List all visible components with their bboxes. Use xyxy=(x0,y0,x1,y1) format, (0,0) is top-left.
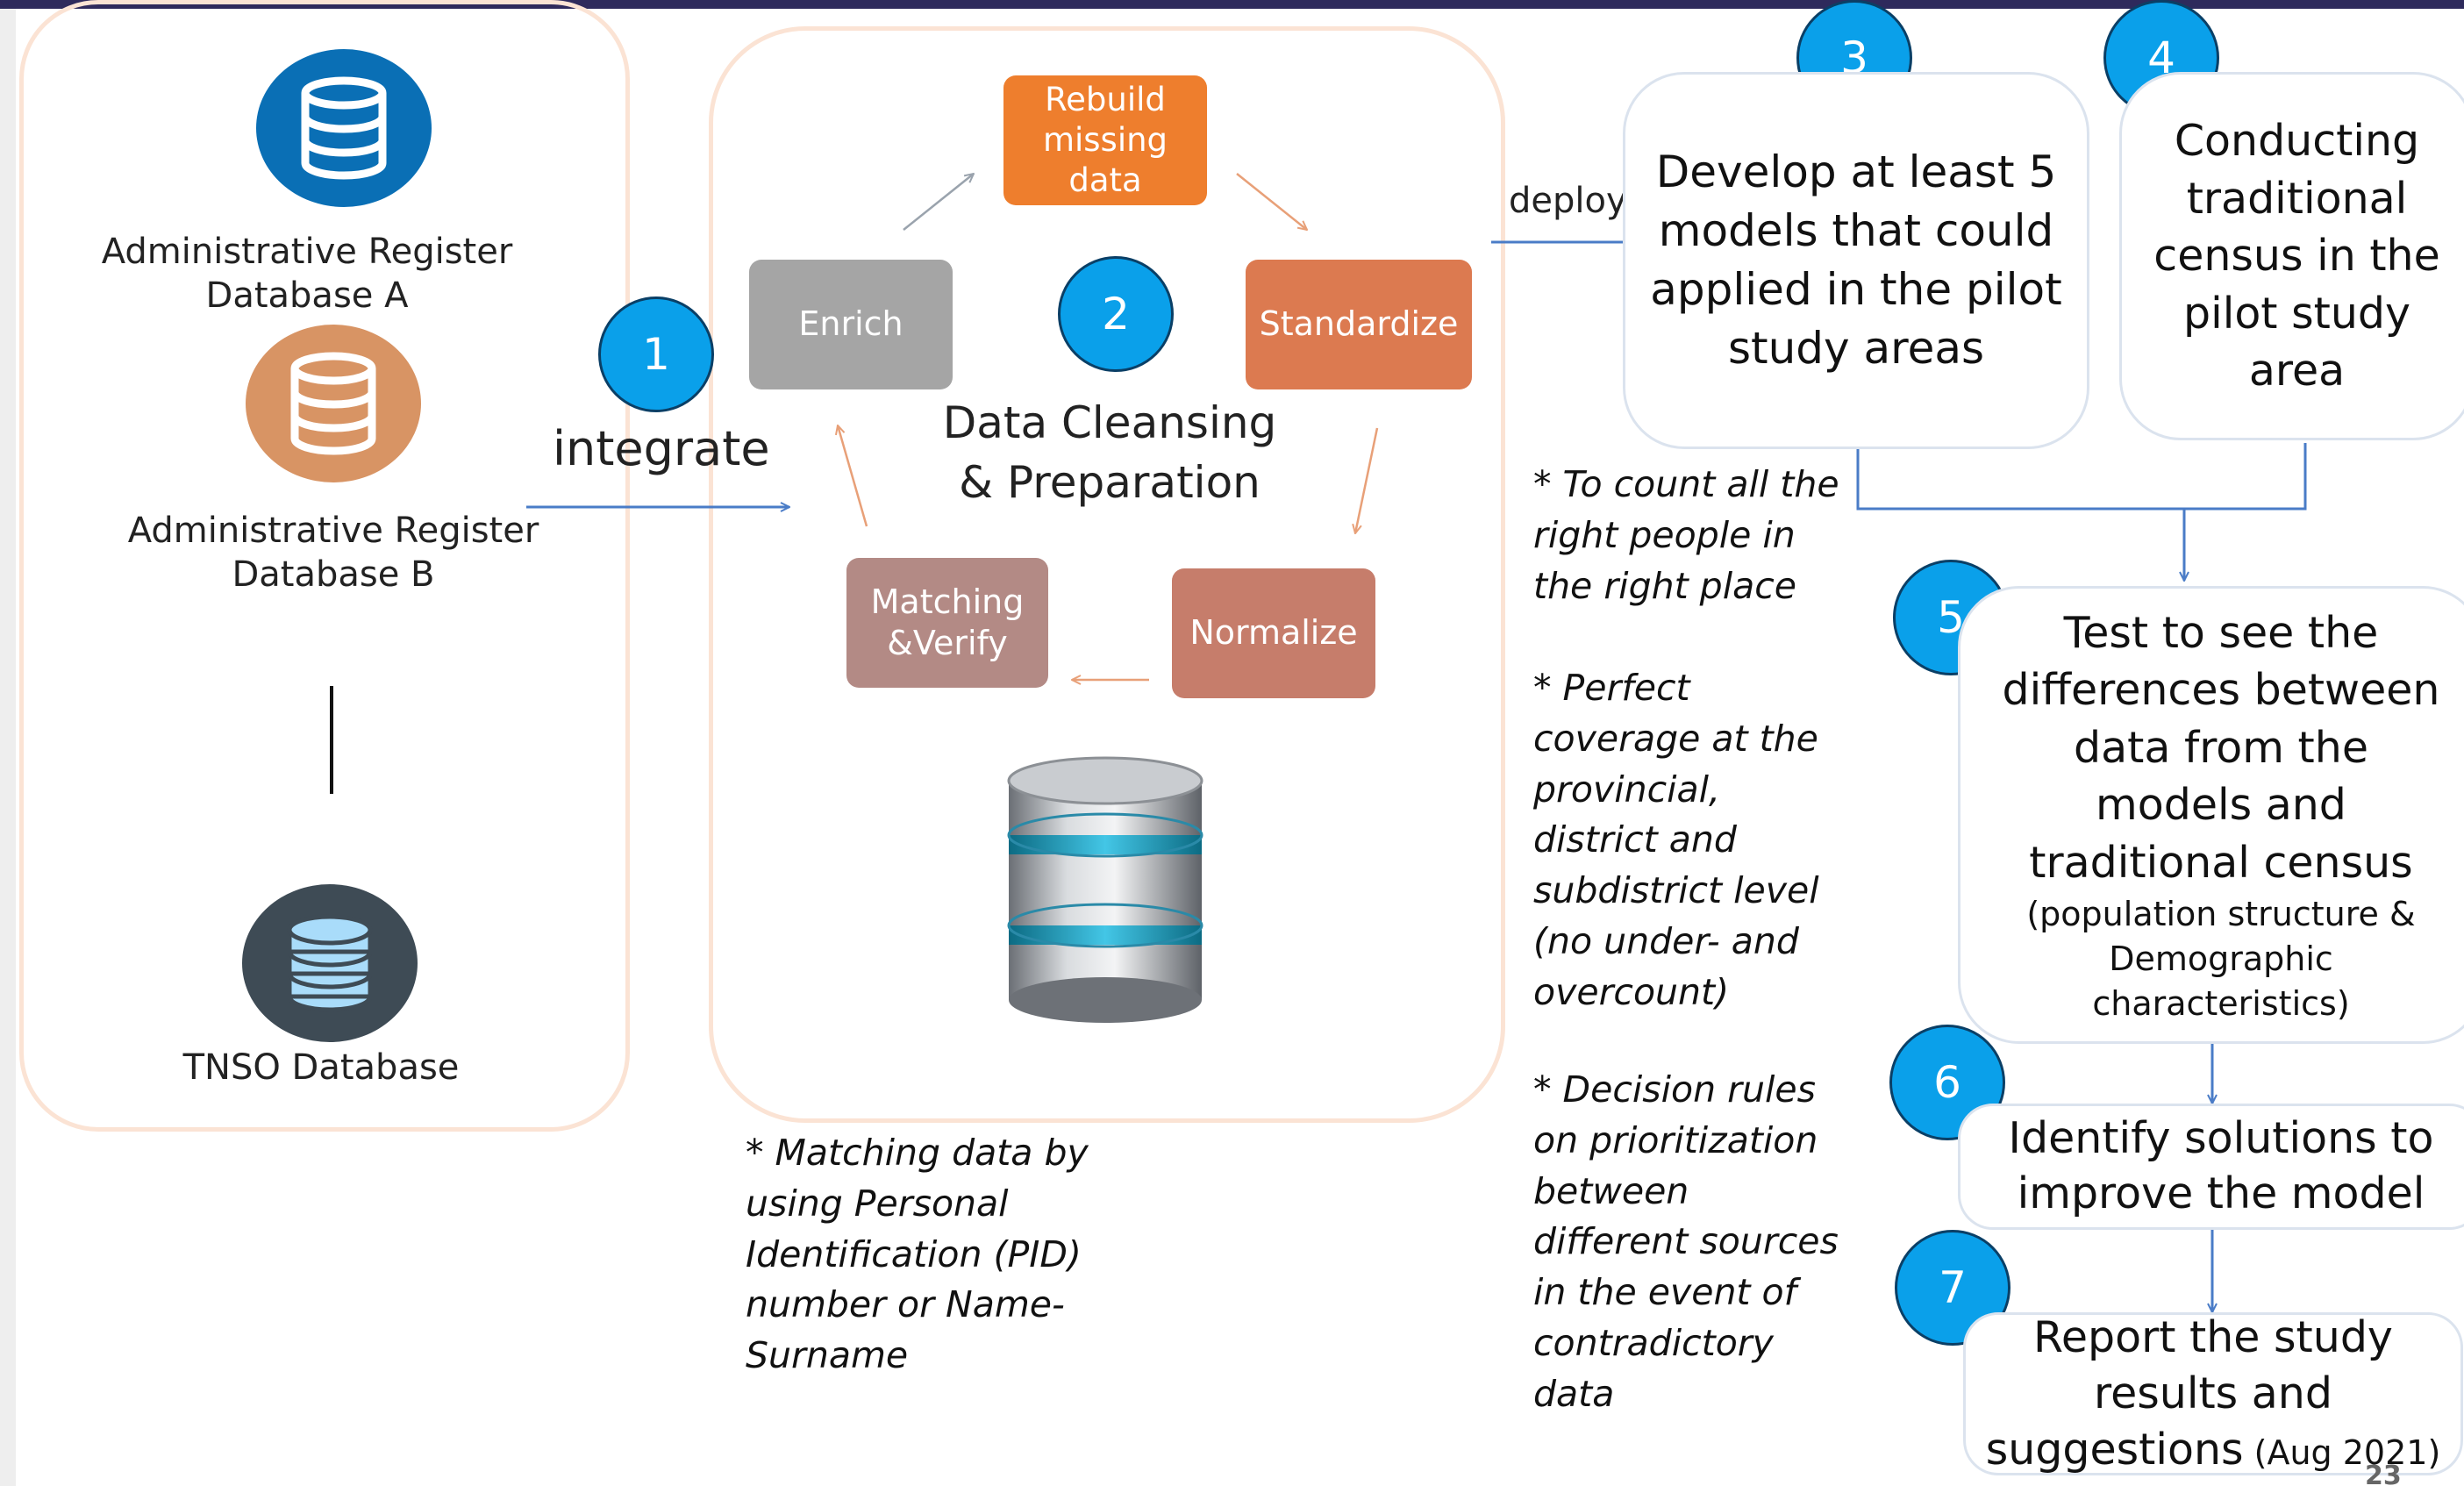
step-3-box: Develop at least 5 models that could app… xyxy=(1623,72,2089,449)
rebuild-missing-data-step: Rebuild missing data xyxy=(1003,75,1207,205)
server-stack-icon xyxy=(1007,756,1203,1023)
badge-2: 2 xyxy=(1058,256,1174,372)
normalize-step: Normalize xyxy=(1172,568,1375,698)
step-5-text: Test to see the differences between data… xyxy=(2002,607,2440,889)
badge-1: 1 xyxy=(598,296,714,412)
cleansing-title: Data Cleansing & Preparation xyxy=(942,397,1277,508)
page-number: 23 xyxy=(2365,1461,2402,1491)
step-7-date: (Aug 2021) xyxy=(2243,1432,2441,1472)
note-count-right-people: * To count all the right people in the r… xyxy=(1533,463,1839,607)
database-a-label: Administrative Register Database A xyxy=(101,232,513,316)
note-perfect-coverage: * Perfect coverage at the provincial, di… xyxy=(1533,667,1819,1013)
cycle-arrow-1 xyxy=(903,174,974,231)
database-b-label: Administrative Register Database B xyxy=(127,511,539,595)
matching-note: * Matching data by using Personal Identi… xyxy=(746,1132,1089,1377)
sources-panel xyxy=(19,0,630,1132)
cycle-arrow-5 xyxy=(838,425,868,527)
standardize-step: Standardize xyxy=(1246,260,1472,389)
cleansing-panel xyxy=(709,26,1505,1123)
step-3-text: Develop at least 5 models that could app… xyxy=(1650,146,2062,374)
tnso-database-label: TNSO Database xyxy=(182,1047,460,1088)
left-strip xyxy=(0,9,16,1486)
database-b-icon xyxy=(246,325,421,482)
integrate-label: integrate xyxy=(553,421,770,476)
step-5-subtext: (population structure & Demographic char… xyxy=(2026,894,2416,1023)
database-icon xyxy=(290,352,376,455)
database-icon xyxy=(287,914,373,1012)
step-7-content: Report the study results and suggestions… xyxy=(1986,1310,2441,1477)
step-4-text: Conducting traditional census in the pil… xyxy=(2153,115,2440,396)
step-6-box: Identify solutions to improve the model xyxy=(1958,1104,2464,1230)
step-7-text: Report the study results and suggestions xyxy=(1985,1312,2393,1475)
merge-connector xyxy=(1856,443,2307,511)
enrich-step: Enrich xyxy=(749,260,953,389)
database-icon xyxy=(301,76,387,180)
cycle-arrow-3 xyxy=(1355,427,1379,533)
tnso-database-icon xyxy=(242,884,418,1042)
note-decision-rules: * Decision rules on prioritization betwe… xyxy=(1533,1068,1839,1415)
step-4-box: Conducting traditional census in the pil… xyxy=(2119,72,2464,440)
cycle-arrow-2 xyxy=(1236,173,1307,230)
top-bar xyxy=(0,0,2464,9)
matching-verify-step: Matching &Verify xyxy=(846,558,1048,688)
step-6-text: Identify solutions to improve the model xyxy=(2008,1113,2434,1218)
step-7-box: Report the study results and suggestions… xyxy=(1963,1312,2463,1475)
database-a-icon xyxy=(256,49,432,207)
deploy-label: deploy xyxy=(1509,181,1627,221)
step-5-box: Test to see the differences between data… xyxy=(1958,586,2464,1044)
